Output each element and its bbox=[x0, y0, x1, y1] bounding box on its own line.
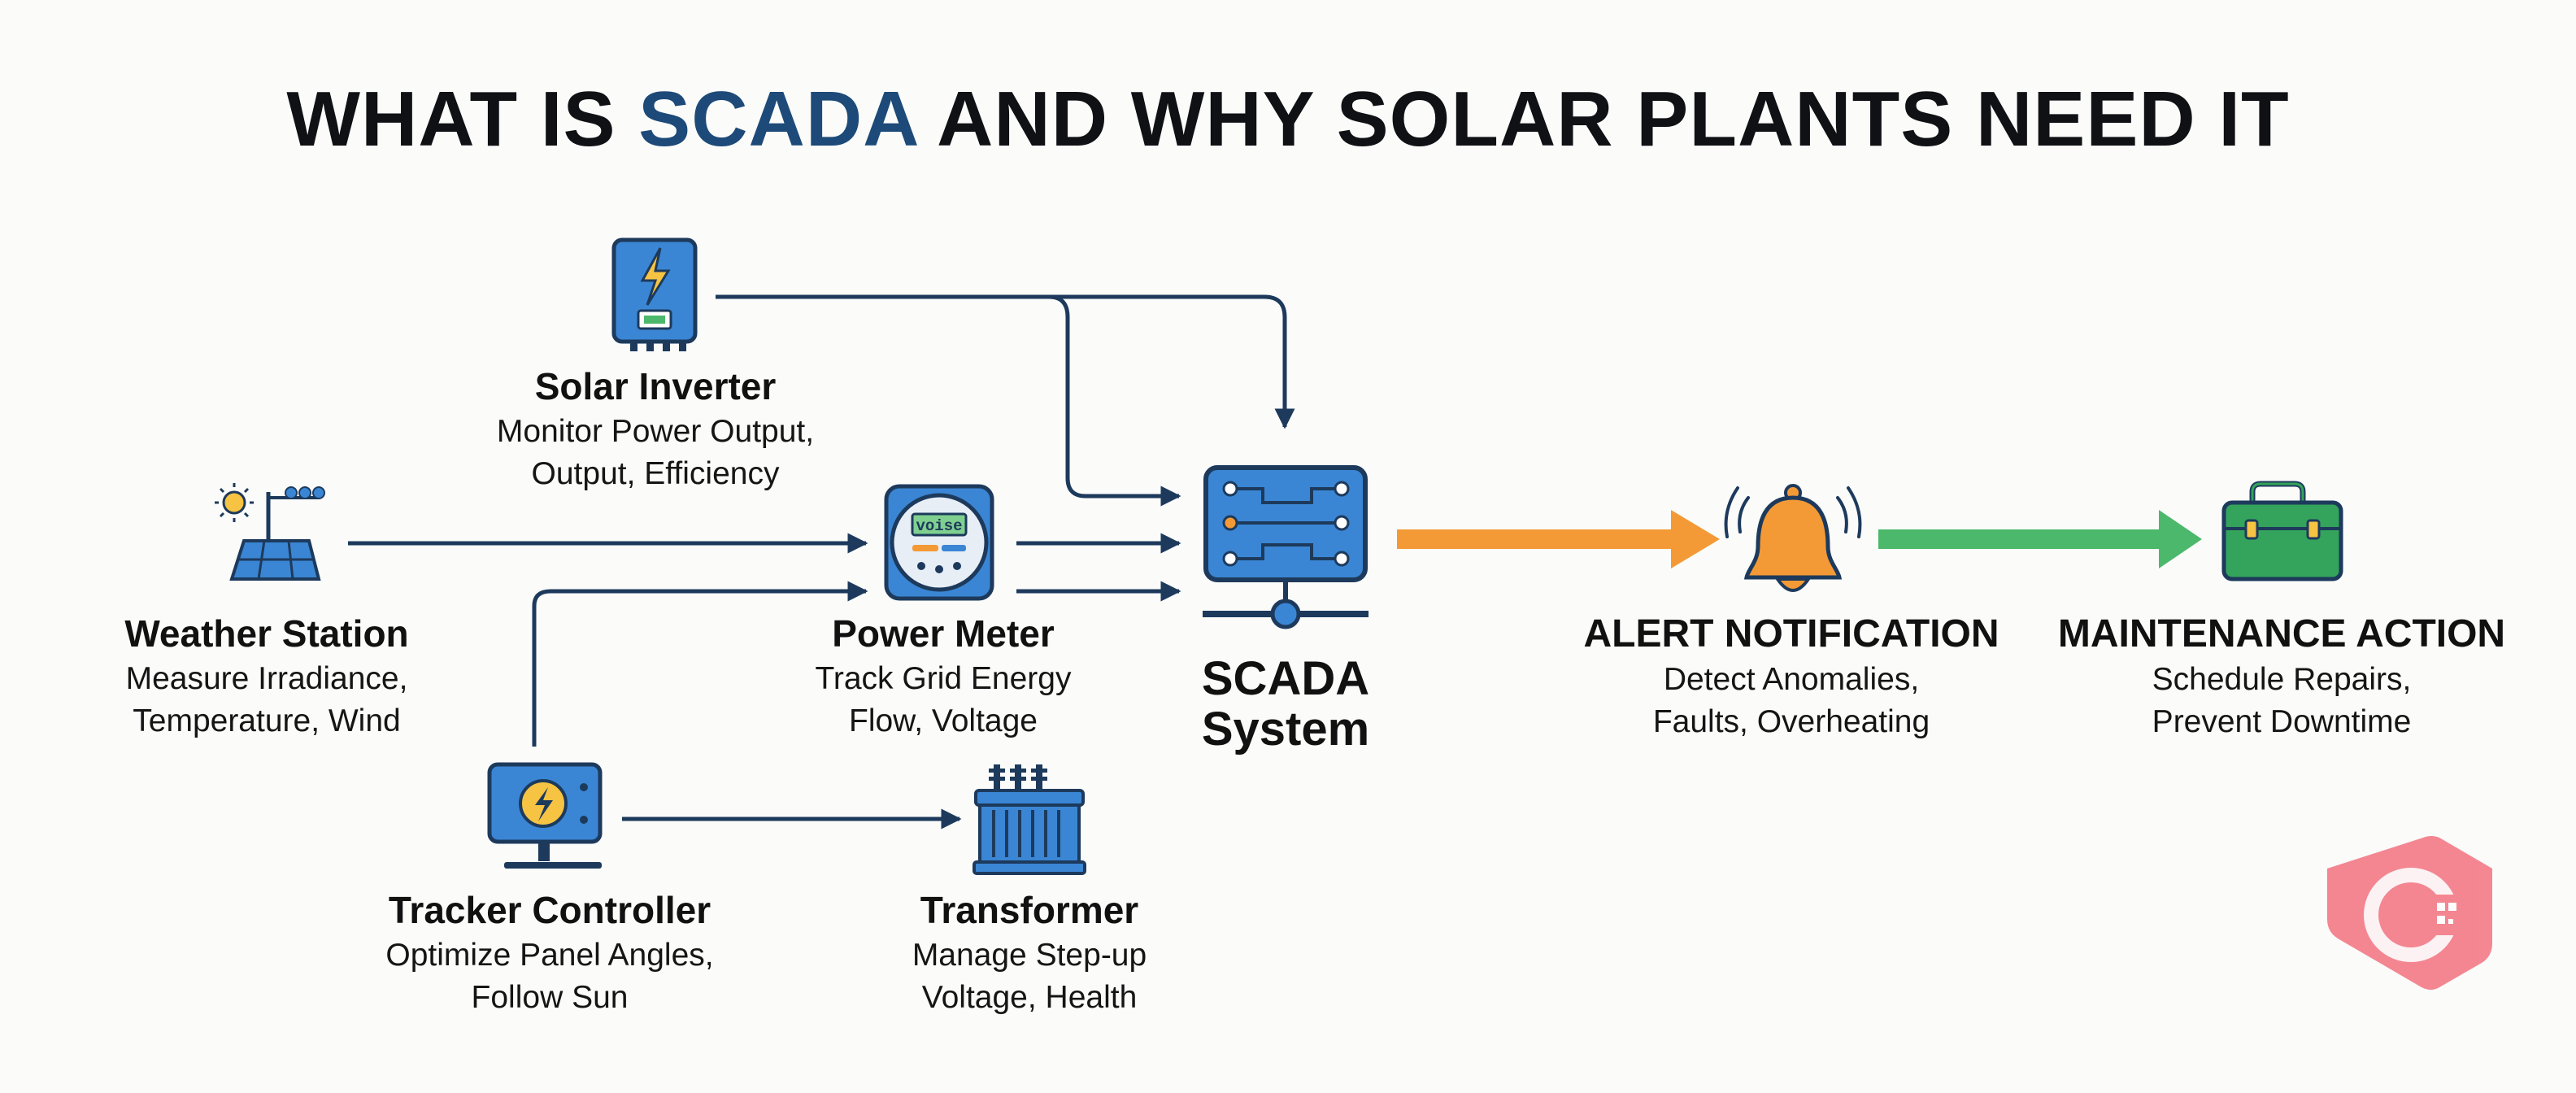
tracker-label: Tracker Controller Optimize Panel Angles… bbox=[385, 888, 713, 1017]
weather-desc-line2: Temperature, Wind bbox=[133, 703, 401, 738]
scada-label: SCADA System bbox=[1202, 654, 1369, 755]
arrow-alert-maintenance bbox=[1878, 510, 2202, 568]
tracker-title: Tracker Controller bbox=[388, 889, 711, 931]
inverter-icon bbox=[611, 237, 698, 351]
maintenance-desc-line1: Schedule Repairs, bbox=[2152, 662, 2412, 697]
transformer-desc-line1: Manage Step-up bbox=[912, 938, 1147, 973]
maintenance-title: MAINTENANCE ACTION bbox=[2057, 612, 2506, 655]
transformer-desc-line2: Voltage, Health bbox=[921, 980, 1138, 1015]
title-accent: SCADA bbox=[638, 76, 917, 163]
inverter-desc-line2: Output, Efficiency bbox=[531, 456, 780, 491]
maintenance-label: MAINTENANCE ACTION Schedule Repairs, Pre… bbox=[2058, 612, 2505, 741]
alert-label: ALERT NOTIFICATION Detect Anomalies, Fau… bbox=[1583, 612, 1999, 741]
power-meter-icon: voise bbox=[884, 484, 994, 601]
transformer-label: Transformer Manage Step-up Voltage, Heal… bbox=[912, 888, 1147, 1017]
bell-icon bbox=[1724, 484, 1862, 592]
connectors bbox=[348, 294, 1295, 830]
meter-title: Power Meter bbox=[832, 612, 1055, 655]
meter-label: Power Meter Track Grid Energy Flow, Volt… bbox=[816, 612, 1072, 740]
maintenance-desc-line2: Prevent Downtime bbox=[2152, 704, 2412, 739]
tracker-desc-line1: Optimize Panel Angles, bbox=[385, 938, 714, 973]
title-part-2: AND WHY SOLAR PLANTS NEED IT bbox=[916, 76, 2290, 163]
alert-title: ALERT NOTIFICATION bbox=[1583, 612, 1999, 655]
alert-desc-line2: Faults, Overheating bbox=[1652, 704, 1930, 739]
tracker-desc-line2: Follow Sun bbox=[471, 980, 629, 1015]
transformer-title: Transformer bbox=[920, 889, 1139, 931]
meter-desc-line1: Track Grid Energy bbox=[815, 661, 1072, 696]
page-title: WHAT IS SCADA AND WHY SOLAR PLANTS NEED … bbox=[0, 75, 2576, 164]
tracker-controller-icon bbox=[487, 762, 603, 869]
connector-inverter-scada bbox=[716, 294, 1295, 429]
arrow-scada-alert bbox=[1397, 510, 1720, 568]
toolbox-icon bbox=[2221, 481, 2343, 581]
inverter-desc-line1: Monitor Power Output, bbox=[496, 414, 815, 449]
scada-server-icon bbox=[1203, 465, 1368, 629]
scada-title-line2: System bbox=[1201, 703, 1370, 756]
inverter-title: Solar Inverter bbox=[534, 365, 777, 407]
weather-station-icon bbox=[215, 483, 325, 581]
meter-display-text: voise bbox=[916, 517, 962, 535]
weather-desc-line1: Measure Irradiance, bbox=[125, 661, 408, 696]
weather-title: Weather Station bbox=[124, 612, 409, 655]
title-part-1: WHAT IS bbox=[286, 76, 639, 163]
weather-label: Weather Station Measure Irradiance, Temp… bbox=[124, 612, 408, 740]
alert-desc-line1: Detect Anomalies, bbox=[1663, 662, 1920, 697]
meter-desc-line2: Flow, Voltage bbox=[849, 703, 1038, 738]
inverter-label: Solar Inverter Monitor Power Output, Out… bbox=[497, 364, 814, 493]
scada-title-line1: SCADA bbox=[1201, 652, 1370, 705]
watermark-logo-icon bbox=[2327, 836, 2492, 990]
connector-tracker-meter bbox=[532, 581, 868, 747]
connector-inverter-scada-branch bbox=[1048, 294, 1181, 507]
transformer-icon bbox=[973, 764, 1086, 875]
